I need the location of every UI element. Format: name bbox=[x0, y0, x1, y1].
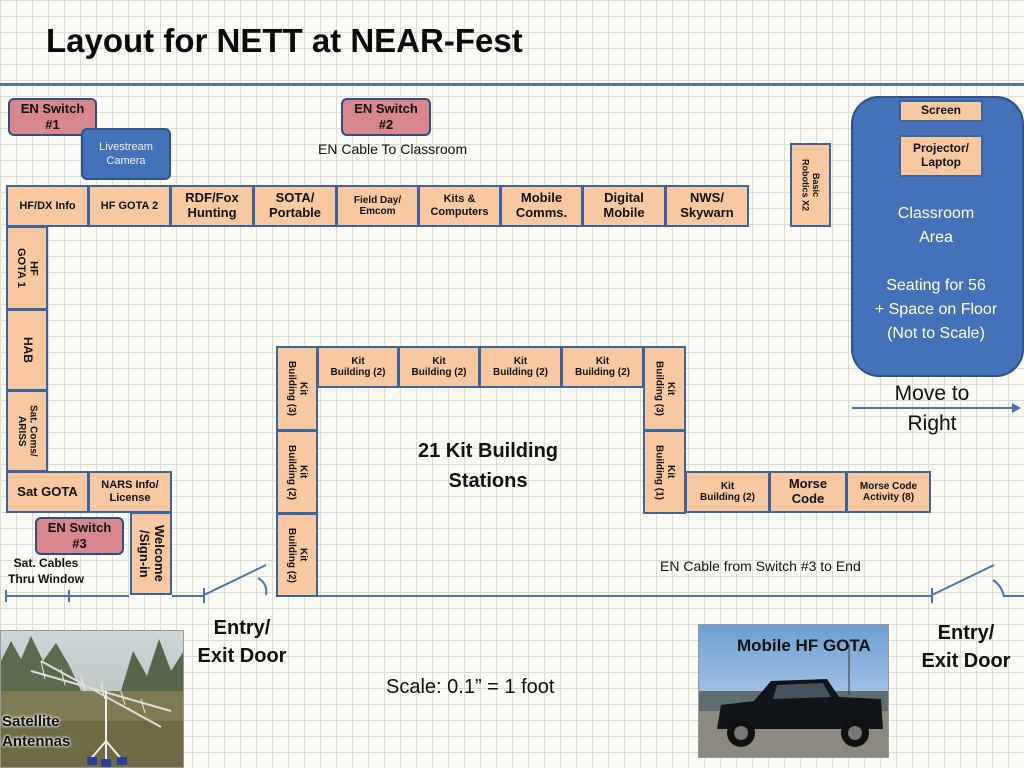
page-title: Layout for NETT at NEAR-Fest bbox=[46, 22, 523, 59]
booth-field-day-emcom: Field Day/Emcom bbox=[336, 185, 419, 227]
booth-welcome-sign-in: Welcome/Sign-in bbox=[130, 512, 172, 595]
mobile-hf-gota-caption: Mobile HF GOTA bbox=[737, 636, 871, 655]
scale-label: Scale: 0.1” = 1 foot bbox=[386, 676, 555, 698]
mobile-truck-image bbox=[699, 625, 888, 757]
booth-nws-skywarn: NWS/Skywarn bbox=[665, 185, 749, 227]
booth-sat-coms-ariss: Sat. Coms/ARISS bbox=[6, 390, 48, 472]
booth-sat-gota: Sat GOTA bbox=[6, 471, 89, 513]
booth-hf-dx-info: HF/DX Info bbox=[6, 185, 89, 227]
booth-sota-portable: SOTA/Portable bbox=[253, 185, 337, 227]
booth-hab: HAB bbox=[6, 309, 48, 391]
en-switch-3: EN Switch#3 bbox=[35, 517, 124, 555]
bottom-wall-right bbox=[1004, 595, 1024, 597]
satellite-antennas-photo bbox=[0, 630, 184, 768]
cable-to-classroom-label: EN Cable To Classroom bbox=[318, 141, 468, 157]
bottom-wall-mid bbox=[172, 595, 204, 597]
booth-hf-gota-2: HF GOTA 2 bbox=[88, 185, 171, 227]
en-switch-2: EN Switch#2 bbox=[341, 98, 431, 136]
entry-door-right-label: Entry/Exit Door bbox=[921, 622, 1011, 672]
entry-door-left-label: Entry/Exit Door bbox=[197, 617, 287, 667]
cable-end-label: EN Cable from Switch #3 to End bbox=[660, 558, 861, 574]
bottom-wall-left bbox=[6, 595, 129, 597]
top-wall bbox=[0, 83, 1024, 86]
classroom-projector: Projector/Laptop bbox=[899, 135, 983, 177]
classroom-screen: Screen bbox=[899, 100, 983, 122]
booth-kits-computers: Kits &Computers bbox=[418, 185, 501, 227]
bottom-wall-main bbox=[278, 595, 932, 597]
satellite-antenna-image bbox=[1, 631, 183, 767]
mobile-hf-gota-photo bbox=[698, 624, 889, 758]
booth-nars-info: NARS Info/License bbox=[88, 471, 172, 513]
classroom-seating-label: Seating for 56 + Space on Floor (Not to … bbox=[874, 277, 998, 342]
